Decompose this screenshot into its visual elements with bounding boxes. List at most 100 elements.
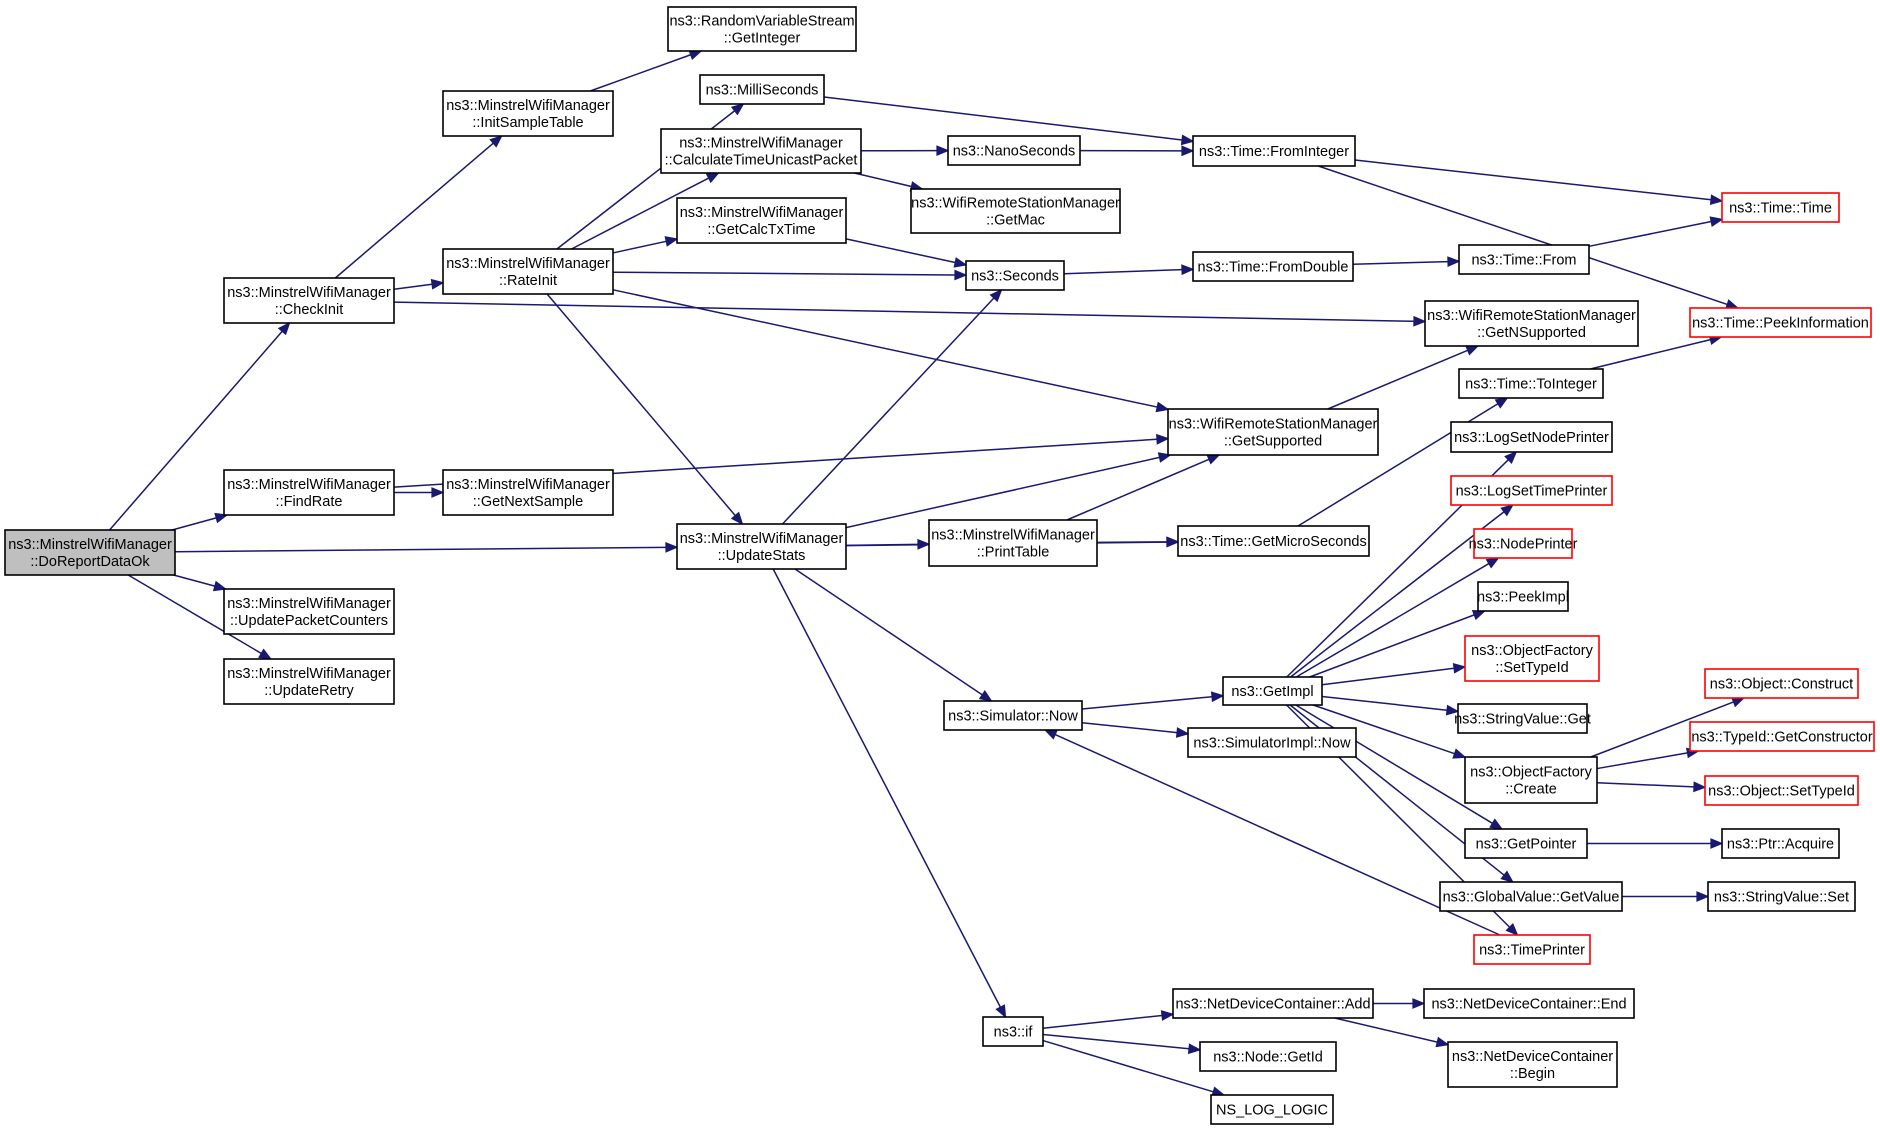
edge-arrowhead bbox=[1485, 557, 1500, 569]
node-ndcadd[interactable]: ns3::NetDeviceContainer::Add bbox=[1172, 988, 1374, 1019]
node-findrate[interactable]: ns3::MinstrelWifiManager::FindRate bbox=[223, 469, 395, 516]
node-logsettimeprinter[interactable]: ns3::LogSetTimePrinter bbox=[1450, 475, 1613, 506]
edge-line bbox=[1081, 695, 1213, 710]
node-typeidgetctor[interactable]: ns3::TypeId::GetConstructor bbox=[1689, 721, 1875, 752]
node-updatepacketcounters[interactable]: ns3::MinstrelWifiManager::UpdatePacketCo… bbox=[223, 588, 395, 635]
node-label: ::GetInteger bbox=[724, 31, 801, 47]
node-box bbox=[1458, 244, 1590, 275]
node-stringvalueget[interactable]: ns3::StringValue::Get bbox=[1454, 703, 1591, 734]
edge-printtable-to-getsupported bbox=[1066, 454, 1221, 521]
node-label: ns3::Time::FromDouble bbox=[1198, 260, 1349, 276]
node-label: ns3::Ptr::Acquire bbox=[1727, 837, 1834, 853]
node-ofcreate[interactable]: ns3::ObjectFactory::Create bbox=[1464, 756, 1598, 804]
node-label: ns3::MinstrelWifiManager bbox=[8, 537, 172, 553]
node-label: ::GetSupported bbox=[1224, 434, 1322, 450]
node-simnow[interactable]: ns3::Simulator::Now bbox=[943, 700, 1083, 731]
node-printtable[interactable]: ns3::MinstrelWifiManager::PrintTable bbox=[928, 519, 1098, 567]
node-timefrom[interactable]: ns3::Time::From bbox=[1458, 244, 1590, 275]
edge-rateinit-to-getsupported bbox=[612, 289, 1170, 413]
node-label: ns3::RandomVariableStream bbox=[669, 14, 854, 30]
node-calctimeunicast[interactable]: ns3::MinstrelWifiManager::CalculateTimeU… bbox=[660, 128, 862, 174]
nodes-layer: ns3::MinstrelWifiManager::DoReportDataOk… bbox=[4, 6, 1875, 1125]
node-globalvalueget[interactable]: ns3::GlobalValue::GetValue bbox=[1439, 881, 1623, 912]
node-getnextsample[interactable]: ns3::MinstrelWifiManager::GetNextSample bbox=[442, 469, 614, 516]
node-peekinfo[interactable]: ns3::Time::PeekInformation bbox=[1689, 307, 1872, 338]
edge-line bbox=[823, 96, 1183, 141]
node-updatestats[interactable]: ns3::MinstrelWifiManager::UpdateStats bbox=[676, 523, 847, 570]
edge-arrowhead bbox=[1710, 838, 1724, 849]
edge-line bbox=[174, 546, 667, 553]
node-box bbox=[1424, 300, 1639, 347]
node-label: ns3::WifiRemoteStationManager bbox=[911, 196, 1120, 212]
node-ndcbegin[interactable]: ns3::NetDeviceContainer::Begin bbox=[1447, 1041, 1618, 1088]
edge-rateinit-to-updatestats bbox=[546, 293, 744, 526]
node-stringvalueset[interactable]: ns3::StringValue::Set bbox=[1707, 881, 1856, 912]
edge-line bbox=[1354, 159, 1712, 201]
node-milliseconds[interactable]: ns3::MilliSeconds bbox=[699, 74, 825, 105]
node-nanoseconds[interactable]: ns3::NanoSeconds bbox=[947, 135, 1081, 166]
node-objconstruct[interactable]: ns3::Object::Construct bbox=[1704, 668, 1859, 699]
node-fromint[interactable]: ns3::Time::FromInteger bbox=[1192, 135, 1356, 167]
edge-line bbox=[1042, 1014, 1163, 1030]
node-box bbox=[1707, 881, 1856, 912]
edge-rateinit-to-getcalctxtime bbox=[612, 236, 679, 254]
node-nslog[interactable]: NS_LOG_LOGIC bbox=[1210, 1094, 1334, 1125]
edge-arrowhead bbox=[1412, 998, 1426, 1009]
node-initsampletable[interactable]: ns3::MinstrelWifiManager::InitSampleTabl… bbox=[442, 90, 614, 137]
node-label: ns3::MinstrelWifiManager bbox=[227, 666, 391, 682]
edge-line bbox=[1321, 667, 1455, 686]
node-box bbox=[442, 248, 614, 295]
node-simimplnow[interactable]: ns3::SimulatorImpl::Now bbox=[1187, 727, 1357, 758]
edge-line bbox=[590, 54, 691, 92]
node-getcalctxtime[interactable]: ns3::MinstrelWifiManager::GetCalcTxTime bbox=[676, 197, 847, 244]
edge-getimpl-to-stringvalueget bbox=[1321, 695, 1460, 716]
edge-arrowhead bbox=[1693, 781, 1707, 793]
node-getmac[interactable]: ns3::WifiRemoteStationManager::GetMac bbox=[910, 188, 1121, 234]
node-box bbox=[1167, 408, 1379, 456]
edge-getimpl-to-logsettimeprinter bbox=[1290, 504, 1515, 678]
node-getimpl[interactable]: ns3::GetImpl bbox=[1222, 676, 1323, 706]
edge-arrowhead bbox=[1043, 729, 1058, 740]
node-label: ns3::NodePrinter bbox=[1469, 537, 1578, 553]
edge-calctimeunicast-to-getmac bbox=[854, 172, 924, 192]
node-updateretry[interactable]: ns3::MinstrelWifiManager::UpdateRetry bbox=[223, 658, 395, 705]
node-label: ns3::NetDeviceContainer::Add bbox=[1175, 997, 1370, 1013]
node-seconds[interactable]: ns3::Seconds bbox=[965, 260, 1065, 291]
node-ptracquire[interactable]: ns3::Ptr::Acquire bbox=[1721, 828, 1840, 859]
node-ndcend[interactable]: ns3::NetDeviceContainer::End bbox=[1423, 988, 1635, 1019]
node-ofsettypeid[interactable]: ns3::ObjectFactory::SetTypeId bbox=[1464, 635, 1600, 682]
edge-root-to-updateretry bbox=[127, 574, 273, 660]
edge-ofcreate-to-objsettypeid bbox=[1596, 781, 1707, 793]
node-getsupported[interactable]: ns3::WifiRemoteStationManager::GetSuppor… bbox=[1167, 408, 1379, 456]
node-getmicro[interactable]: ns3::Time::GetMicroSeconds bbox=[1177, 525, 1370, 557]
node-tointeger[interactable]: ns3::Time::ToInteger bbox=[1458, 368, 1604, 399]
node-label: ns3::Object::Construct bbox=[1710, 677, 1853, 693]
edge-line bbox=[546, 293, 736, 517]
edge-arrowhead bbox=[1447, 256, 1461, 268]
node-nodegetid[interactable]: ns3::Node::GetId bbox=[1199, 1041, 1337, 1072]
node-getnsupported[interactable]: ns3::WifiRemoteStationManager::GetNSuppo… bbox=[1424, 300, 1639, 347]
node-peekimpl[interactable]: ns3::PeekImpl bbox=[1477, 581, 1569, 612]
edge-if-to-nodegetid bbox=[1042, 1033, 1202, 1055]
edge-arrowhead bbox=[431, 487, 445, 498]
node-label: ::UpdateStats bbox=[718, 548, 806, 564]
edge-initsampletable-to-randomgetinteger bbox=[590, 49, 703, 92]
node-nodeprinter[interactable]: ns3::NodePrinter bbox=[1469, 528, 1578, 559]
edge-arrowhead bbox=[705, 172, 720, 184]
node-randomgetinteger[interactable]: ns3::RandomVariableStream::GetInteger bbox=[667, 6, 857, 52]
node-if[interactable]: ns3::if bbox=[982, 1016, 1044, 1047]
node-objsettypeid[interactable]: ns3::Object::SetTypeId bbox=[1704, 775, 1859, 806]
node-timetime[interactable]: ns3::Time::Time bbox=[1721, 192, 1840, 223]
node-root[interactable]: ns3::MinstrelWifiManager::DoReportDataOk bbox=[4, 529, 176, 576]
edge-checkinit-to-getnsupported bbox=[393, 301, 1427, 327]
node-timeprinter[interactable]: ns3::TimePrinter bbox=[1473, 934, 1591, 965]
node-fromdouble[interactable]: ns3::Time::FromDouble bbox=[1192, 251, 1354, 282]
node-getpointer[interactable]: ns3::GetPointer bbox=[1464, 828, 1588, 859]
node-rateinit[interactable]: ns3::MinstrelWifiManager::RateInit bbox=[442, 248, 614, 295]
node-logsetnodeprinter[interactable]: ns3::LogSetNodePrinter bbox=[1450, 421, 1613, 453]
edge-line bbox=[127, 574, 262, 655]
edge-arrowhead bbox=[1445, 704, 1460, 716]
node-checkinit[interactable]: ns3::MinstrelWifiManager::CheckInit bbox=[223, 277, 395, 324]
edge-line bbox=[1588, 220, 1712, 248]
node-label: ns3::Time::PeekInformation bbox=[1692, 316, 1869, 332]
